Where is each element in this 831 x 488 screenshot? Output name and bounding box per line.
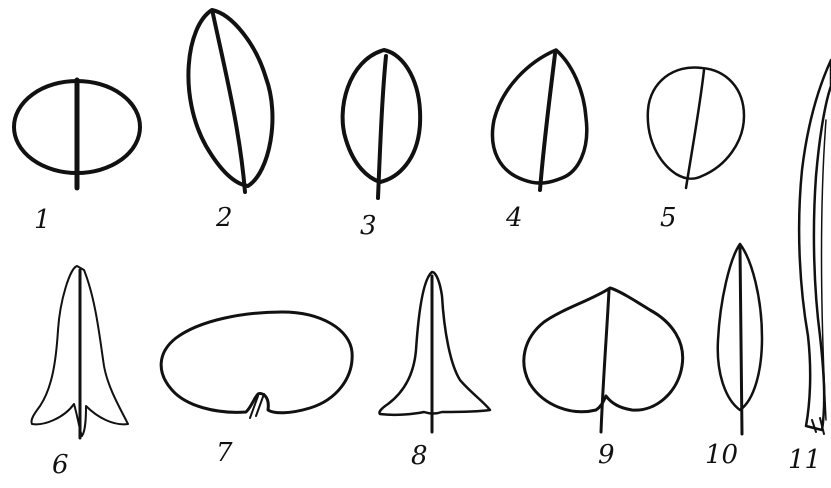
label-5: 5 (660, 205, 677, 231)
leaf-10 (718, 244, 762, 434)
label-6: 6 (52, 452, 69, 478)
label-8: 8 (411, 443, 428, 469)
leaf-1 (14, 80, 140, 188)
leaf-3 (343, 50, 421, 198)
label-4: 4 (506, 205, 523, 231)
label-1: 1 (34, 207, 51, 233)
label-11: 11 (788, 447, 821, 473)
label-7: 7 (216, 440, 233, 466)
leaf-4 (492, 50, 586, 190)
leaf-7 (161, 312, 352, 418)
label-3: 3 (360, 213, 377, 239)
leaf-2 (188, 10, 272, 192)
leaf-9 (524, 288, 683, 432)
label-2: 2 (216, 205, 233, 231)
label-9: 9 (598, 442, 615, 468)
leaf-8 (379, 272, 490, 432)
label-10: 10 (705, 442, 738, 468)
leaf-6 (31, 266, 128, 438)
leaf-5 (648, 67, 744, 188)
leaf-11 (799, 60, 831, 434)
